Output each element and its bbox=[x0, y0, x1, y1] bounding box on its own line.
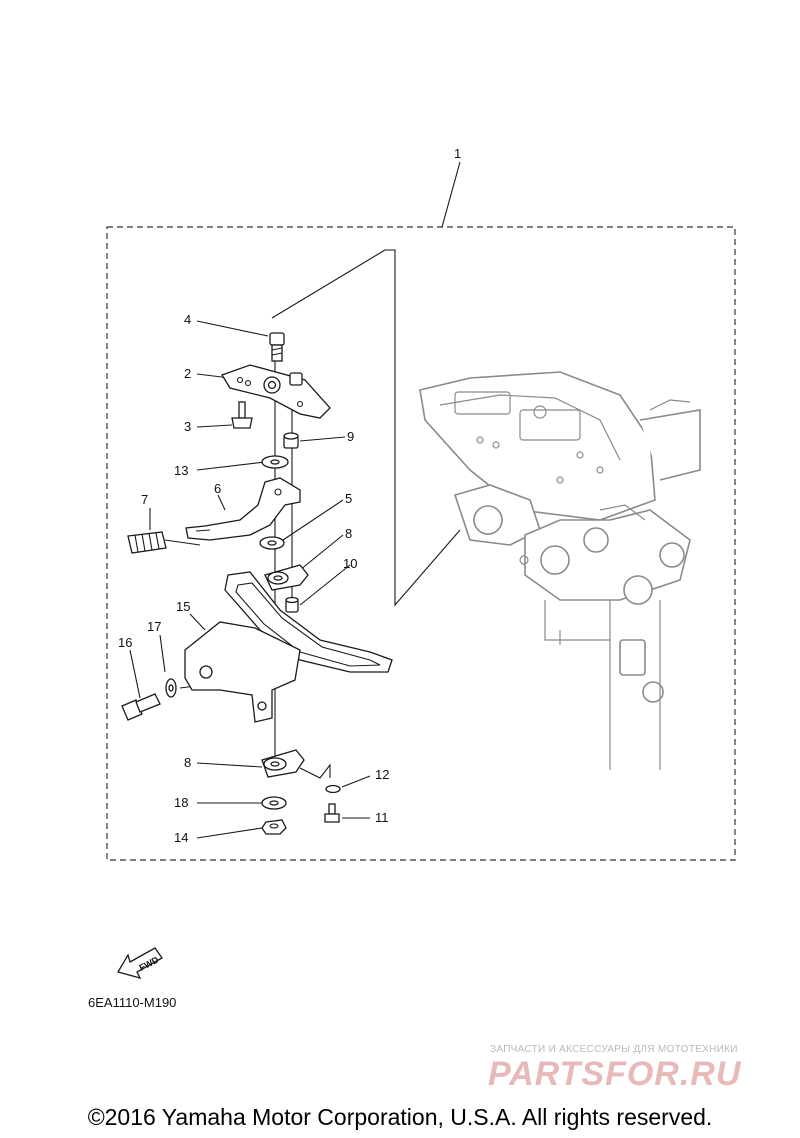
callout-7: 7 bbox=[141, 492, 148, 507]
part-13-washer bbox=[261, 455, 289, 469]
callout-2: 2 bbox=[184, 366, 191, 381]
callout-6: 6 bbox=[214, 481, 221, 496]
part-3-bolt bbox=[231, 401, 253, 429]
part-5-washer bbox=[259, 536, 285, 550]
callout-13: 13 bbox=[174, 463, 188, 478]
callout-8-upper: 8 bbox=[345, 526, 352, 541]
diagram-code: 6EA1110-M190 bbox=[88, 995, 177, 1010]
watermark-logo: PARTSFOR.RU bbox=[488, 1055, 742, 1093]
callouts: 1 4 2 3 9 13 6 7 5 8 10 15 17 16 8 12 18… bbox=[118, 146, 461, 845]
part-16-bolt bbox=[121, 693, 161, 721]
callout-8-lower: 8 bbox=[184, 755, 191, 770]
callout-11: 11 bbox=[375, 810, 389, 825]
assembly-boundary bbox=[106, 226, 736, 861]
callout-5: 5 bbox=[345, 491, 352, 506]
callout-14: 14 bbox=[174, 830, 188, 845]
part-8-bushing-upper bbox=[264, 564, 309, 591]
callout-18: 18 bbox=[174, 795, 188, 810]
fwd-arrow-icon: FWD bbox=[117, 947, 163, 980]
part-14-nut bbox=[261, 819, 287, 835]
part-11-screw bbox=[324, 803, 340, 823]
part-2-plate bbox=[221, 364, 331, 419]
part-15-bracket bbox=[184, 571, 393, 723]
part-6-lever bbox=[185, 477, 301, 541]
callout-10: 10 bbox=[343, 556, 357, 571]
part-9-collar bbox=[283, 432, 299, 449]
part-17-washer bbox=[165, 678, 177, 698]
copyright-notice: ©2016 Yamaha Motor Corporation, U.S.A. A… bbox=[87, 1104, 713, 1130]
engine-bracket-outline bbox=[419, 371, 701, 770]
part-18-washer bbox=[261, 796, 287, 810]
callout-17: 17 bbox=[147, 619, 161, 634]
part-8-bushing-lower bbox=[261, 749, 305, 778]
part-12-washer bbox=[325, 784, 341, 794]
callout-3: 3 bbox=[184, 419, 191, 434]
callout-15: 15 bbox=[176, 599, 190, 614]
watermark-tagline: ЗАПЧАСТИ И АКСЕССУАРЫ ДЛЯ МОТОТЕХНИКИ bbox=[490, 1044, 738, 1055]
callout-16: 16 bbox=[118, 635, 132, 650]
callout-12: 12 bbox=[375, 767, 389, 782]
callout-4: 4 bbox=[184, 312, 191, 327]
part-10-collar bbox=[285, 596, 299, 613]
callout-9: 9 bbox=[347, 429, 354, 444]
part-4-bolt bbox=[269, 332, 285, 362]
callout-1: 1 bbox=[454, 146, 461, 161]
part-7-grip bbox=[127, 531, 167, 554]
